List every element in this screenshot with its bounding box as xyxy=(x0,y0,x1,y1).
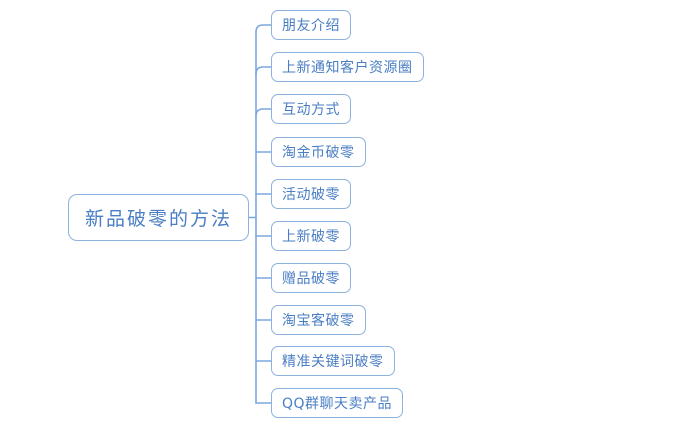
branch-node-label: 朋友介绍 xyxy=(282,18,340,34)
branch-node-6[interactable]: 上新破零 xyxy=(271,221,351,251)
connector-branch-1 xyxy=(255,24,272,33)
branch-node-label: 淘金币破零 xyxy=(282,145,355,161)
branch-node-8[interactable]: 淘宝客破零 xyxy=(271,305,366,335)
branch-node-label: 赠品破零 xyxy=(282,271,340,287)
root-node[interactable]: 新品破零的方法 xyxy=(68,194,249,241)
branch-node-label: 淘宝客破零 xyxy=(282,313,355,329)
branch-node-10[interactable]: QQ群聊天卖产品 xyxy=(271,388,404,418)
branch-node-label: 上新通知客户资源圈 xyxy=(282,60,413,76)
branch-node-label: 上新破零 xyxy=(282,229,340,245)
branch-node-1[interactable]: 朋友介绍 xyxy=(271,10,351,40)
branch-node-9[interactable]: 精准关键词破零 xyxy=(271,346,395,376)
branch-node-7[interactable]: 赠品破零 xyxy=(271,263,351,293)
connector-branch-2 xyxy=(255,66,272,75)
connector-branch-3 xyxy=(255,108,272,117)
root-node-label: 新品破零的方法 xyxy=(84,208,232,230)
branch-node-label: 活动破零 xyxy=(282,187,340,203)
branch-node-3[interactable]: 互动方式 xyxy=(271,94,351,124)
branch-node-label: 互动方式 xyxy=(282,102,340,118)
branch-node-5[interactable]: 活动破零 xyxy=(271,179,351,209)
branch-node-label: 精准关键词破零 xyxy=(282,354,384,370)
branch-node-4[interactable]: 淘金币破零 xyxy=(271,137,366,167)
branch-node-label: QQ群聊天卖产品 xyxy=(282,396,393,412)
branch-node-2[interactable]: 上新通知客户资源圈 xyxy=(271,52,424,82)
